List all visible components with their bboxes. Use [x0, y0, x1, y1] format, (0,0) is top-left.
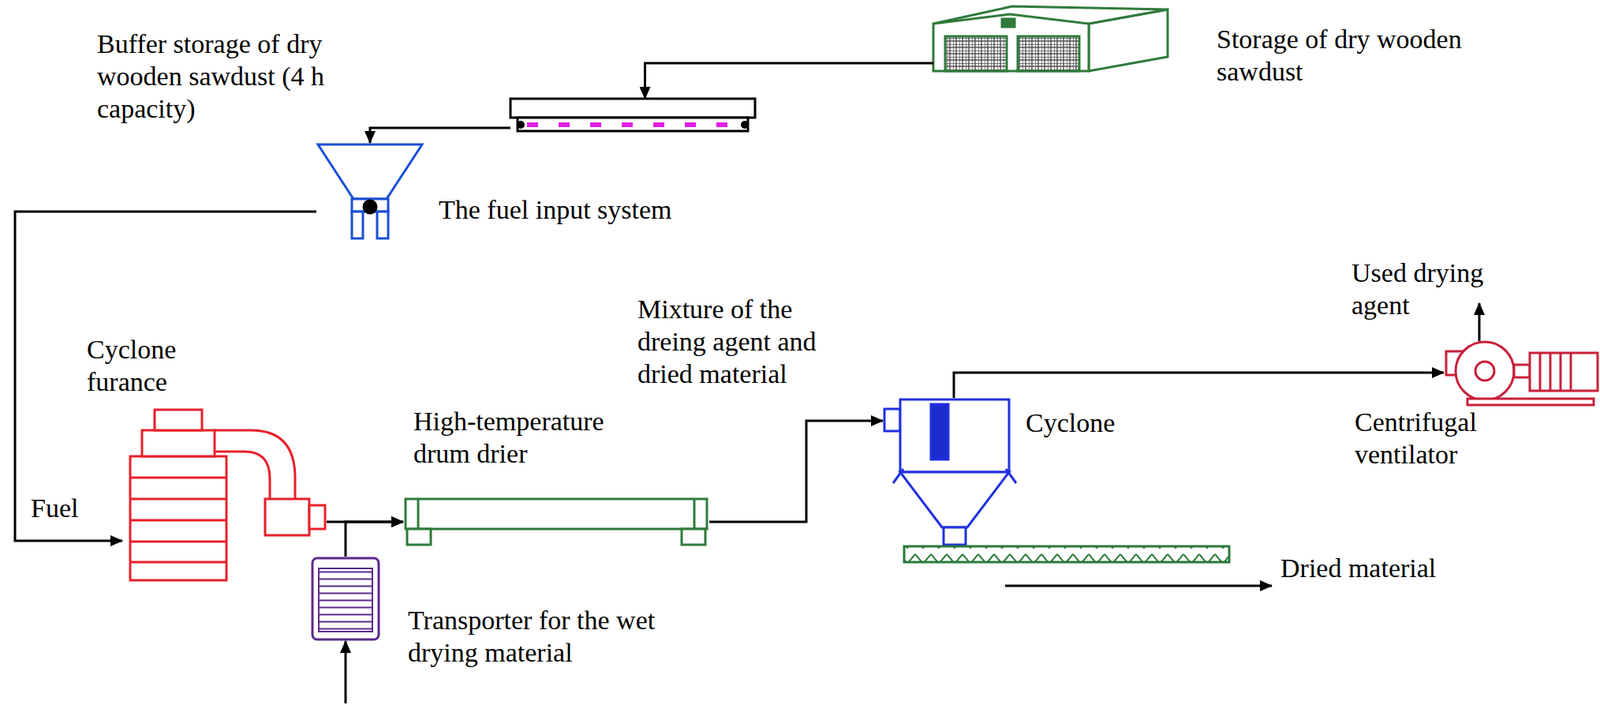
equipment-label: Cyclone furance — [86, 333, 245, 399]
fuel-hopper — [317, 144, 423, 239]
flow-label: Mixture of the dreing agent and dried ma… — [637, 293, 867, 390]
equipment-label: The fuel input system — [438, 194, 673, 227]
buffer-conveyor — [510, 98, 756, 131]
output-arrow — [1005, 584, 1272, 587]
wet-material-transporter — [312, 557, 379, 640]
drum-drier — [405, 498, 707, 545]
equipment-node: The fuel input system — [316, 142, 424, 240]
screw-conveyor — [904, 545, 1230, 562]
equipment-label: Centrifugal ventilator — [1354, 406, 1560, 472]
cyclone-furnace — [130, 409, 326, 580]
equipment-label: Transporter for the wet drying material — [407, 604, 677, 670]
flow-label: Dried material — [1280, 552, 1436, 585]
equipment-node: Buffer storage of dry wooden sawdust (4 … — [510, 98, 756, 133]
flow-connector — [645, 63, 935, 99]
equipment-label: Buffer storage of dry wooden sawdust (4 … — [97, 28, 382, 125]
equipment-node: Transporter for the wet drying material — [310, 556, 381, 641]
centrifugal-fan — [1446, 341, 1598, 405]
flow-connector — [14, 211, 317, 541]
exhaust-arrow — [1478, 302, 1481, 341]
flow-connector — [953, 372, 1444, 398]
flow-label: Used drying agent — [1351, 257, 1541, 322]
equipment-label: Cyclone — [1025, 407, 1115, 440]
flow-label: Fuel — [30, 492, 79, 525]
storage-building — [933, 6, 1168, 72]
equipment-node: Cyclone furance — [122, 407, 327, 582]
equipment-label: High-temperature drum drier — [413, 405, 651, 471]
equipment-label: Storage of dry wooden sawdust — [1216, 23, 1501, 89]
equipment-node: High-temperature drum drier — [403, 497, 710, 546]
equipment-node: Storage of dry wooden sawdust — [933, 4, 1168, 72]
feed-arrow — [344, 640, 348, 703]
cyclone-separator — [884, 399, 1017, 545]
flow-connector — [709, 420, 883, 522]
equipment-node: Cyclone — [882, 397, 1010, 545]
equipment-node: Centrifugal ventilator — [1443, 336, 1599, 405]
flow-connector — [345, 521, 404, 557]
flow-connector — [370, 127, 511, 143]
